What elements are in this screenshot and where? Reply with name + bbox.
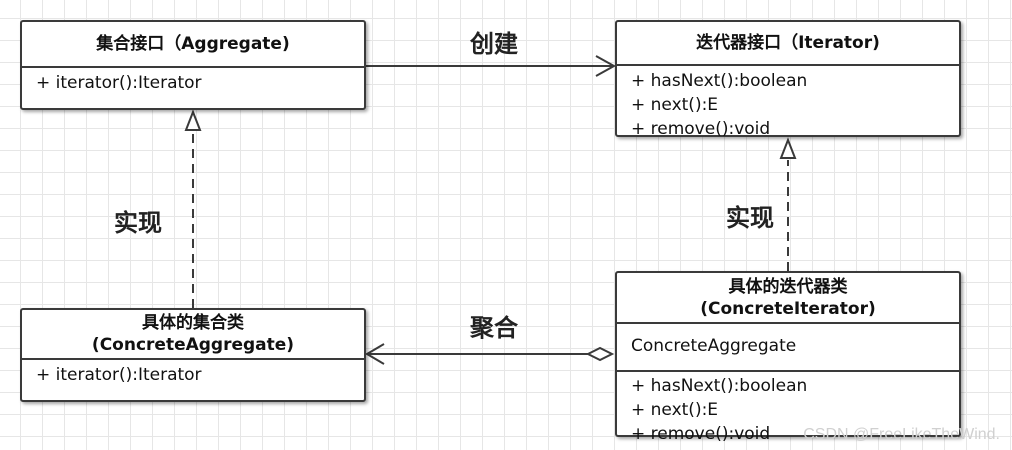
aggregate-interface-methods: + iterator():Iterator <box>22 68 364 95</box>
method-iterator: + iterator():Iterator <box>36 365 202 385</box>
concrete-iterator-title-line1: 具体的迭代器类 <box>728 276 848 297</box>
aggregation-diamond <box>585 346 615 362</box>
concrete-iterator-class[interactable]: 具体的迭代器类 (ConcreteIterator) ConcreteAggre… <box>615 271 961 444</box>
right-realization-arrowhead <box>779 137 797 159</box>
method-hasnext: + hasNext():boolean <box>631 376 808 396</box>
aggregate-interface-title-box: 集合接口（Aggregate) <box>22 22 364 68</box>
aggregate-interface-title: 集合接口（Aggregate) <box>96 34 290 54</box>
iterator-interface-title-box: 迭代器接口（Iterator) <box>617 22 959 66</box>
method-remove: + remove():void <box>631 119 771 139</box>
aggregation-arrowhead <box>365 343 385 365</box>
concrete-iterator-title-line2: (ConcreteIterator) <box>700 298 876 319</box>
method-next: + next():E <box>631 95 719 115</box>
concrete-aggregate-title-line2: (ConcreteAggregate) <box>91 335 295 355</box>
iterator-interface-class[interactable]: 迭代器接口（Iterator) + hasNext():boolean + ne… <box>615 20 961 139</box>
create-arrowhead <box>595 55 617 77</box>
aggregate-interface-class[interactable]: 集合接口（Aggregate) + iterator():Iterator <box>20 20 366 110</box>
method-next: + next():E <box>631 400 719 420</box>
concrete-aggregate-title-line1: 具体的集合类 <box>142 313 244 333</box>
concrete-iterator-fields: ConcreteAggregate <box>617 324 959 372</box>
iterator-interface-methods: + hasNext():boolean + next():E + remove(… <box>617 66 959 141</box>
concrete-iterator-methods: + hasNext():boolean + next():E + remove(… <box>617 372 959 446</box>
aggregation-label: 聚合 <box>470 314 518 342</box>
concrete-aggregate-class[interactable]: 具体的集合类 (ConcreteAggregate) + iterator():… <box>20 308 366 402</box>
method-remove: + remove():void <box>631 424 771 444</box>
iterator-interface-title: 迭代器接口（Iterator) <box>696 33 880 53</box>
left-realization-arrowhead <box>184 109 202 131</box>
watermark-text: CSDN @FreeLikeTheWind. <box>803 426 1000 443</box>
implement-label-left: 实现 <box>114 209 162 237</box>
concrete-iterator-title-box: 具体的迭代器类 (ConcreteIterator) <box>617 273 959 324</box>
field-concrete-aggregate: ConcreteAggregate <box>631 336 797 356</box>
method-hasnext: + hasNext():boolean <box>631 71 808 91</box>
concrete-aggregate-title-box: 具体的集合类 (ConcreteAggregate) <box>22 310 364 360</box>
create-label: 创建 <box>470 30 518 58</box>
implement-label-right: 实现 <box>726 204 774 232</box>
method-iterator: + iterator():Iterator <box>36 73 202 93</box>
concrete-aggregate-methods: + iterator():Iterator <box>22 360 364 387</box>
